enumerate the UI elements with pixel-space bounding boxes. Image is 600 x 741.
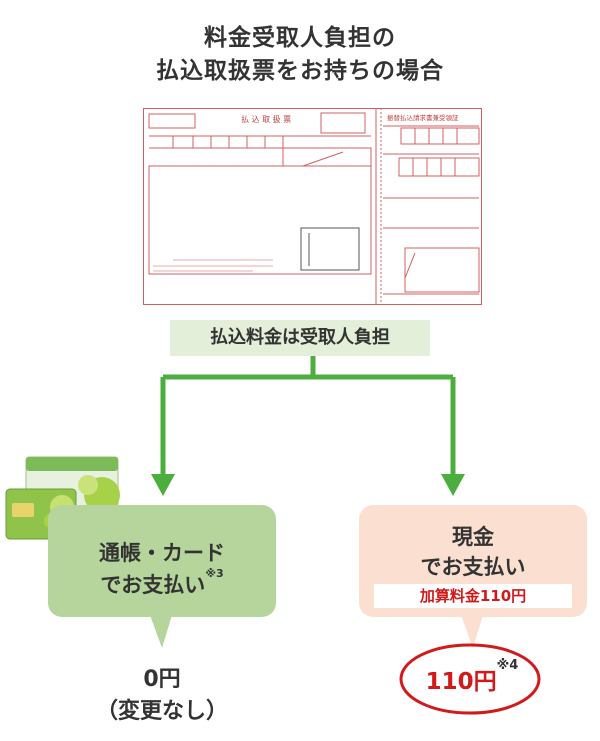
payment-slip-illustration: 払 込 取 扱 票 振替払込請求書兼受領証 <box>143 108 482 305</box>
arrow-left-head <box>151 474 175 496</box>
card-payment-bubble: 通帳・カード でお支払い※3 <box>48 505 276 617</box>
card-payment-result: 0円 （変更なし） <box>48 664 276 728</box>
card-payment-line2: でお支払い※3 <box>48 567 276 599</box>
highlight-circle <box>399 643 541 715</box>
fee-note: 払込料金は受取人負担 <box>170 320 430 356</box>
cash-result-amount: 110円 <box>425 669 497 695</box>
arrow-right-head <box>441 474 465 496</box>
page-title: 料金受取人負担の 払込取扱票をお持ちの場合 <box>0 22 600 88</box>
bankbook-card-icon <box>5 456 120 540</box>
card-payment-ref: ※3 <box>205 567 224 580</box>
card-result-note: （変更なし） <box>95 699 228 724</box>
cash-payment-bubble: 現金 でお支払い 加算料金110円 <box>359 505 587 617</box>
card-payment-line1: 通帳・カード <box>99 541 225 565</box>
card-result-amount: 0円 <box>143 667 181 692</box>
form-receipt-header: 振替払込請求書兼受領証 <box>387 113 459 122</box>
card-payment-line2-text: でお支払い <box>100 573 206 597</box>
form-header: 払 込 取 扱 票 <box>241 114 291 124</box>
cash-payment-line1: 現金 <box>452 525 494 549</box>
right-bubble-pointer <box>461 615 483 648</box>
cash-result-ref: ※4 <box>496 658 519 673</box>
cash-payment-result: 110円※4 <box>392 658 552 696</box>
cash-payment-line2: でお支払い <box>420 555 526 579</box>
surcharge-label: 加算料金110円 <box>374 584 572 608</box>
left-bubble-pointer <box>150 615 172 648</box>
title-line-2: 払込取扱票をお持ちの場合 <box>156 58 444 84</box>
title-line-1: 料金受取人負担の <box>204 25 396 51</box>
